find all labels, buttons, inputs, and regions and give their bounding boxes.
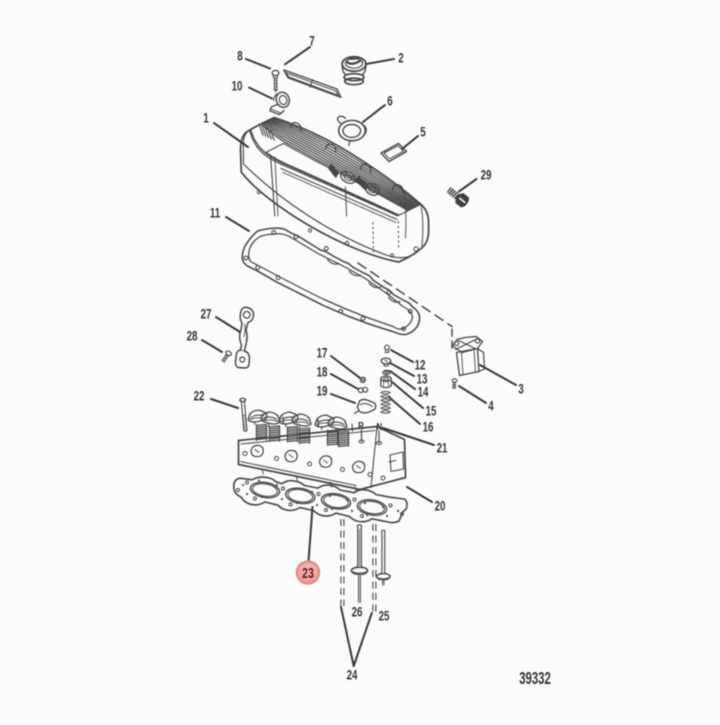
svg-text:22: 22: [194, 388, 205, 404]
svg-text:29: 29: [481, 167, 492, 183]
svg-text:1: 1: [203, 110, 209, 126]
svg-text:17: 17: [317, 345, 328, 361]
svg-text:4: 4: [488, 398, 494, 414]
svg-text:15: 15: [426, 403, 437, 419]
svg-text:10: 10: [232, 78, 243, 94]
svg-text:11: 11: [210, 205, 221, 221]
svg-text:18: 18: [317, 364, 328, 380]
svg-text:R: R: [358, 419, 364, 431]
svg-text:3: 3: [518, 381, 524, 397]
svg-text:23: 23: [302, 564, 314, 581]
svg-text:N: N: [376, 420, 382, 432]
svg-text:39332: 39332: [519, 670, 551, 689]
svg-text:2: 2: [398, 50, 404, 66]
svg-text:21: 21: [437, 440, 448, 456]
svg-text:5: 5: [420, 124, 426, 140]
svg-text:25: 25: [379, 608, 390, 624]
svg-text:28: 28: [187, 328, 198, 344]
svg-text:8: 8: [237, 48, 243, 64]
svg-text:26: 26: [352, 604, 363, 620]
svg-text:7: 7: [309, 33, 315, 49]
svg-text:6: 6: [387, 93, 393, 109]
svg-text:24: 24: [347, 667, 358, 683]
svg-text:20: 20: [435, 498, 446, 514]
svg-text:16: 16: [423, 419, 434, 435]
svg-text:14: 14: [418, 384, 429, 400]
svg-text:27: 27: [201, 306, 212, 322]
svg-text:19: 19: [317, 383, 328, 399]
